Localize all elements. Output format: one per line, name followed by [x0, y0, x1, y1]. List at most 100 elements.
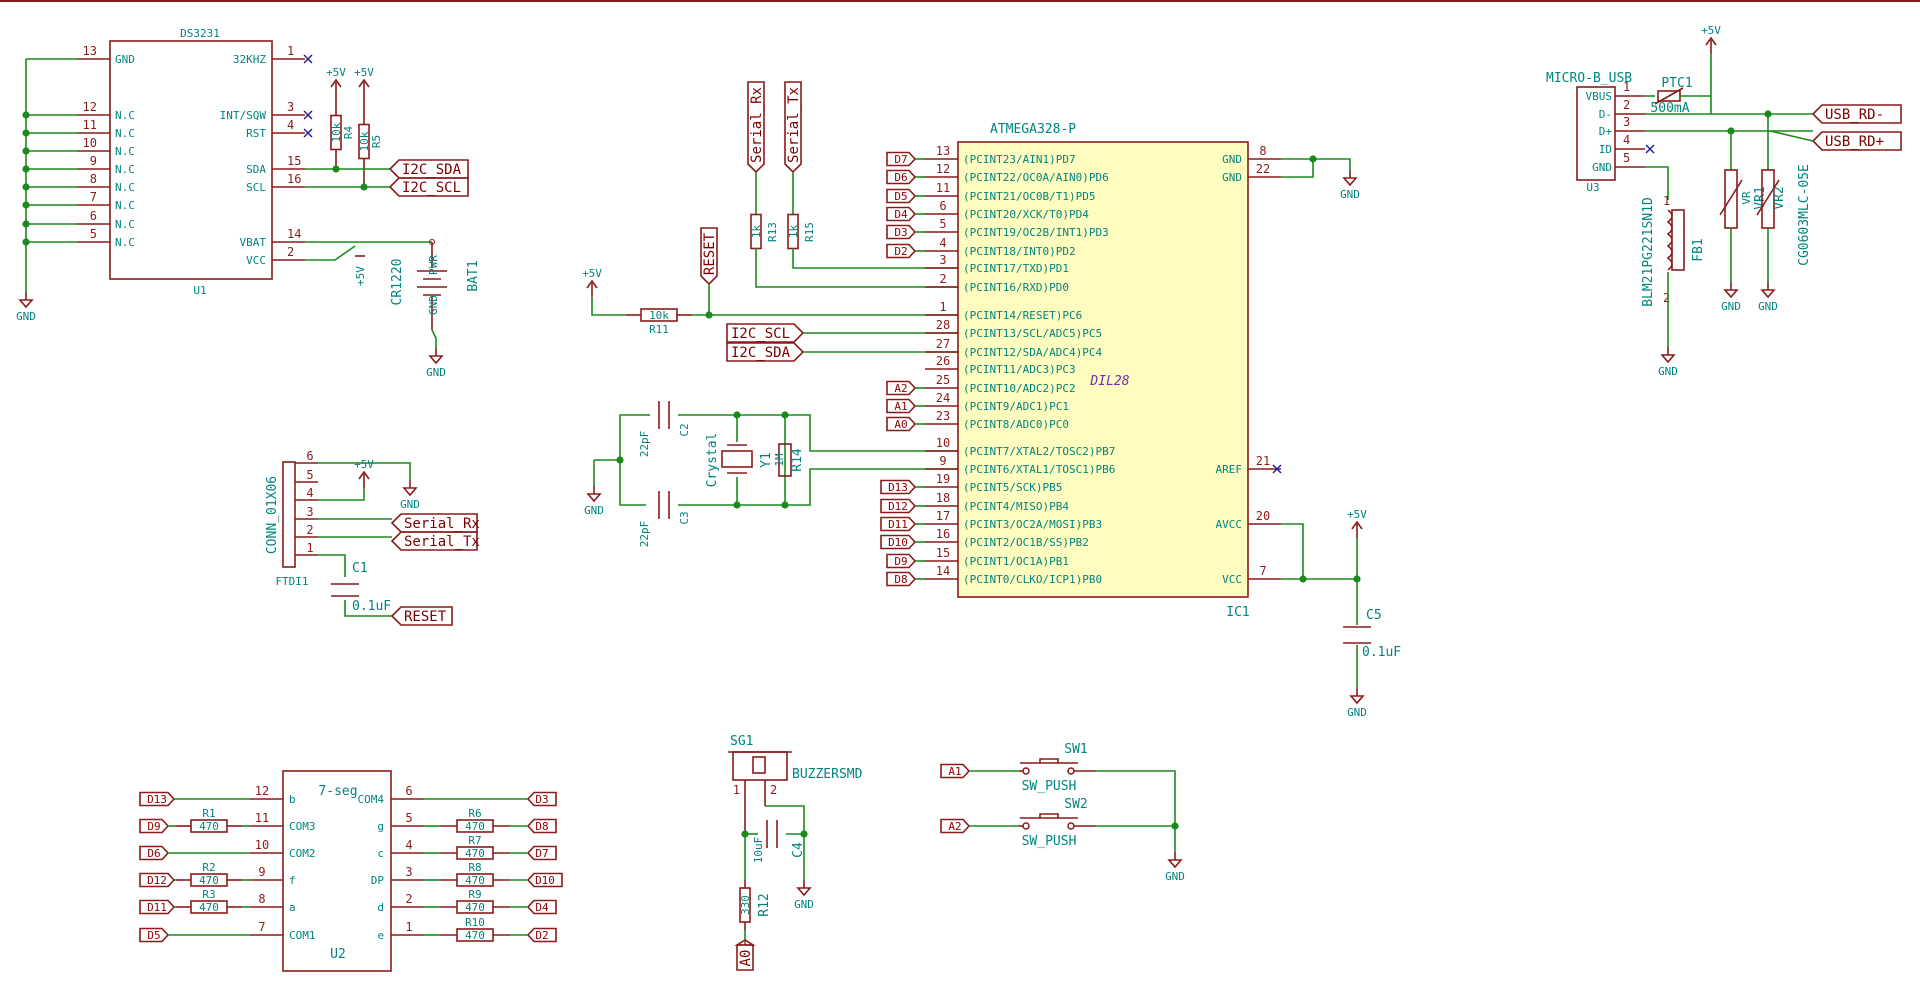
ptc-slash	[1654, 87, 1684, 105]
vertical-label-text: Serial_Tx	[786, 87, 802, 163]
pin-number: 9	[90, 154, 97, 168]
net-tag	[139, 791, 176, 807]
net-tag	[880, 534, 917, 550]
resistor-ref: R9	[468, 888, 481, 901]
pin-number: 9	[258, 865, 265, 879]
wire	[1645, 166, 1669, 200]
net-tag	[139, 872, 176, 888]
net-tag	[880, 479, 917, 495]
pin-number: 9	[939, 454, 946, 468]
global-label	[390, 606, 453, 626]
ground-label: GND	[1165, 870, 1185, 883]
pin-name: COM4	[358, 793, 385, 806]
net-tag	[886, 243, 917, 259]
net-tag-text: D6	[894, 171, 907, 184]
pin-number: 13	[83, 44, 97, 58]
net-tag	[526, 845, 557, 861]
pin-name: N.C	[115, 163, 135, 176]
switch-value: SW_PUSH	[1022, 779, 1077, 794]
net-tag	[880, 498, 917, 514]
ferrite-body	[1671, 209, 1685, 271]
net-tag-text: D3	[894, 226, 907, 239]
junction-dot	[733, 501, 741, 509]
pin-name: (PCINT23/AIN1)PD7	[963, 153, 1076, 166]
pin-name: D-	[1599, 108, 1612, 121]
pin-name: (PCINT13/SCL/ADC5)PC5	[963, 327, 1102, 340]
net-tag-text: A2	[948, 820, 961, 833]
pin-number: 6	[90, 209, 97, 223]
capacitor-ref: C3	[678, 511, 691, 524]
seven-seg-ref: U2	[330, 947, 346, 962]
resistor-ref: R15	[803, 222, 816, 242]
net-tag-text: D13	[888, 481, 908, 494]
wire	[785, 414, 958, 452]
usb-body	[1576, 86, 1616, 181]
pin-number: 16	[936, 527, 950, 541]
pin-number: 26	[936, 354, 950, 368]
ftdi-ref: FTDI1	[275, 575, 308, 588]
no-connect-icon	[303, 54, 313, 64]
no-connect-icon	[303, 110, 313, 120]
battery-pin-name: GND	[427, 295, 440, 315]
ground-icon	[18, 299, 34, 309]
pin-number: 5	[939, 217, 946, 231]
ptc-value: 500mA	[1650, 101, 1689, 116]
ground-label: GND	[1340, 188, 1360, 201]
pin-number: 27	[936, 337, 950, 351]
pin-number: 3	[405, 865, 412, 879]
resistor-ref: R4	[342, 126, 355, 140]
wire	[1096, 770, 1176, 826]
power-label: +5V	[582, 267, 602, 280]
pin-name: COM2	[289, 847, 316, 860]
resistor-body	[358, 123, 370, 160]
net-tag	[886, 571, 917, 587]
global-label-text: I2C_SDA	[402, 162, 462, 178]
usb-ref: U3	[1586, 181, 1599, 194]
resistor-value: 10k	[330, 122, 343, 142]
varistor-slash	[1756, 179, 1780, 216]
pin-name: c	[377, 847, 384, 860]
net-tag	[139, 818, 170, 834]
pin-name: N.C	[115, 199, 135, 212]
net-tag-text: D6	[147, 847, 160, 860]
net-tag	[886, 380, 917, 396]
switch-value: SW_PUSH	[1022, 834, 1077, 849]
net-tag	[940, 763, 971, 779]
pin-number: 11	[83, 118, 97, 132]
pin-number: 6	[306, 449, 313, 463]
resistor-body	[190, 873, 228, 887]
switch-contact	[1022, 822, 1030, 830]
resistor-ref: R7	[468, 834, 481, 847]
pin-name: COM3	[289, 820, 316, 833]
pin-name: a	[289, 901, 296, 914]
wire	[785, 468, 958, 506]
ground-label: GND	[1721, 300, 1741, 313]
vertical-label-tip	[734, 939, 756, 946]
resistor-ref: R11	[649, 323, 669, 336]
atmega-ref: IC1	[1226, 605, 1249, 620]
pin-number: 16	[287, 172, 301, 186]
ground-icon	[796, 887, 812, 897]
pin-number: 7	[1259, 564, 1266, 578]
net-tag-text: A1	[948, 765, 961, 778]
battery-value: CR1220	[390, 259, 405, 306]
resistor-body	[456, 900, 494, 914]
junction-dot	[22, 111, 30, 119]
pin-name: VBUS	[1586, 90, 1613, 103]
net-tag	[886, 169, 917, 185]
pin-number: 7	[258, 920, 265, 934]
pin-number: 8	[1259, 144, 1266, 158]
wire	[431, 329, 437, 339]
ground-label: GND	[584, 504, 604, 517]
pin-name: (PCINT21/OC0B/T1)PD5	[963, 190, 1095, 203]
vertical-label	[700, 227, 718, 286]
pin-name: RST	[246, 127, 266, 140]
atmega-package: DIL28	[1089, 374, 1129, 389]
pin-number: 11	[936, 181, 950, 195]
pin-name: (PCINT11/ADC3)PC3	[963, 363, 1076, 376]
resistor-ref: R2	[202, 861, 215, 874]
buzzer-element	[752, 756, 766, 774]
ptc-ref: PTC1	[1661, 76, 1692, 91]
crystal-body	[721, 450, 753, 468]
